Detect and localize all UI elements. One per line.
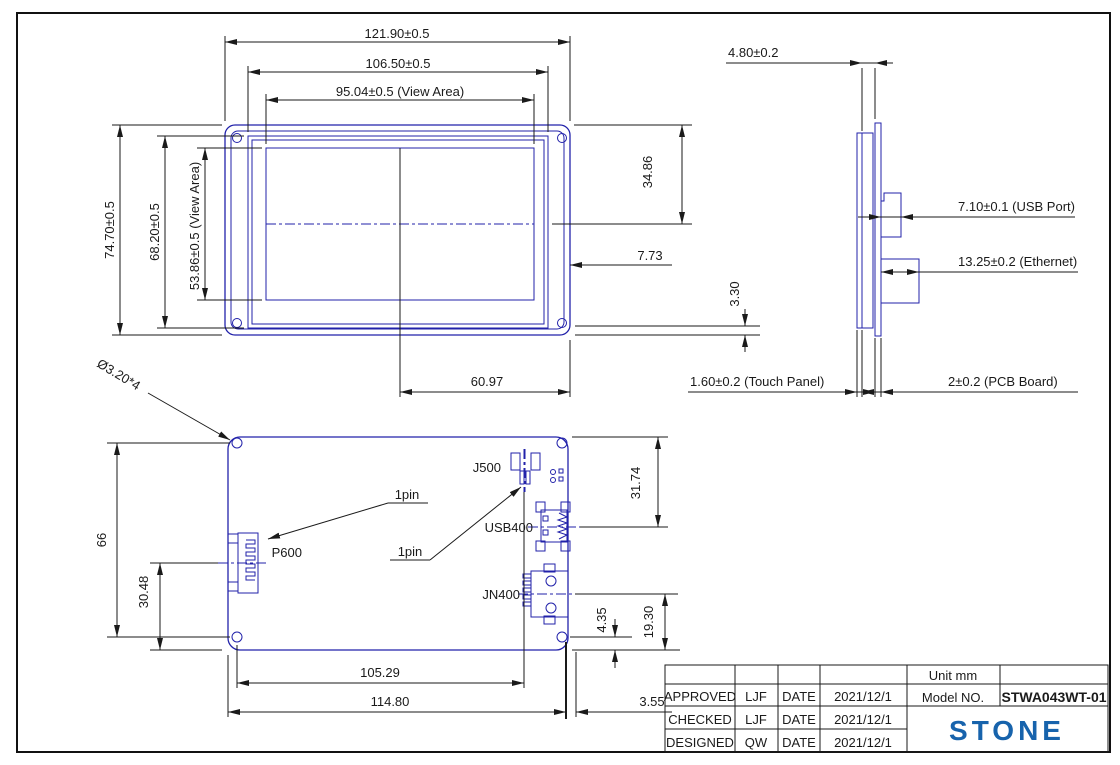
front-frame-outline — [224, 124, 571, 336]
back-view-geometry — [218, 436, 580, 651]
label-usb400: USB400 — [485, 520, 533, 535]
model-label: Model NO. — [922, 690, 984, 705]
dim-ethernet: 13.25±0.2 (Ethernet) — [958, 254, 1077, 269]
mounting-hole — [232, 133, 242, 143]
front-view-dimensions: 121.90±0.5 106.50±0.5 95.04±0.5 (View Ar… — [102, 26, 760, 397]
ethernet-port-profile — [880, 258, 920, 304]
title-block-grid — [664, 664, 1109, 753]
stone-logo: STONE — [949, 715, 1065, 746]
dim-board-width: 114.80 — [371, 694, 410, 709]
back-view: Ø3.20*4 66 30.48 1pin 1pin P600 J500 USB… — [94, 356, 680, 719]
glass-outline — [247, 135, 549, 329]
mounting-hole — [556, 631, 568, 643]
dim-width-view-area: 95.04±0.5 (View Area) — [336, 84, 464, 99]
mounting-hole — [232, 318, 242, 328]
dim-width-glass: 106.50±0.5 — [366, 56, 431, 71]
row-date-label: DATE — [782, 712, 816, 727]
approval-rows: APPROVED LJF DATE 2021/12/1 CHECKED LJF … — [664, 689, 892, 750]
label-p600: P600 — [272, 545, 302, 560]
mounting-hole — [557, 318, 567, 328]
side-view-geometry — [856, 122, 920, 337]
jn400-connector — [518, 563, 575, 625]
dim-height-view-area: 53.86±0.5 (View Area) — [187, 162, 202, 290]
dim-jn400-center-to-bottom: 19.30 — [641, 606, 656, 639]
front-view-geometry — [224, 124, 571, 336]
row-date-label: DATE — [782, 689, 816, 704]
dim-touch-panel: 1.60±0.2 (Touch Panel) — [690, 374, 824, 389]
dim-width-overall: 121.90±0.5 — [365, 26, 430, 41]
dim-pcb-board: 2±0.2 (PCB Board) — [948, 374, 1058, 389]
usb-port-profile — [881, 192, 902, 238]
mounting-hole — [557, 133, 567, 143]
row-date: 2021/12/1 — [834, 712, 892, 727]
row-role: CHECKED — [668, 712, 732, 727]
dim-p600-center-to-bottom: 30.48 — [136, 576, 151, 609]
row-date: 2021/12/1 — [834, 689, 892, 704]
row-role: APPROVED — [664, 689, 736, 704]
dim-height-overall: 74.70±0.5 — [102, 201, 117, 259]
sheet-border — [16, 12, 1111, 753]
dim-hole-span-vertical: 66 — [94, 533, 109, 547]
dim-center-to-right-edge: 60.97 — [471, 374, 504, 389]
usb400-connector — [528, 501, 580, 552]
display-module-section — [861, 132, 874, 329]
mounting-hole — [231, 437, 243, 449]
dim-edge-offset: 3.55 — [639, 694, 664, 709]
label-j500: J500 — [473, 460, 501, 475]
dim-bottom-gap: 3.30 — [727, 281, 742, 306]
dim-hole-center-to-bottom: 4.35 — [594, 607, 609, 632]
label-jn400: JN400 — [482, 587, 520, 602]
dim-usb-port: 7.10±0.1 (USB Port) — [958, 199, 1075, 214]
row-role: DESIGNED — [666, 735, 734, 750]
glass-inner-line — [251, 139, 545, 325]
front-frame-inner-line — [230, 130, 565, 330]
dim-hole-to-j500: 105.29 — [360, 665, 400, 680]
label-pin-top: 1pin — [395, 487, 420, 502]
dim-top-to-center: 34.86 — [640, 156, 655, 189]
touch-panel-section — [856, 132, 863, 329]
label-pin-bottom: 1pin — [398, 544, 423, 559]
row-person: LJF — [745, 689, 767, 704]
mounting-hole — [556, 437, 568, 449]
side-view-dimensions: 4.80±0.2 7.10±0.1 (USB Port) 13.25±0.2 (… — [688, 45, 1078, 397]
dim-hole-callout: Ø3.20*4 — [94, 356, 143, 393]
dim-module-thickness: 4.80±0.2 — [728, 45, 779, 60]
dim-glass-to-frame-edge: 7.73 — [637, 248, 662, 263]
model-value: STWA043WT-01 — [1001, 689, 1106, 705]
row-person: LJF — [745, 712, 767, 727]
j500-connector — [510, 449, 541, 492]
title-block: Unit mm Model NO. STWA043WT-01 STONE APP… — [664, 664, 1109, 753]
mounting-hole — [231, 631, 243, 643]
front-view: 121.90±0.5 106.50±0.5 95.04±0.5 (View Ar… — [102, 26, 760, 397]
dim-top-to-usb-center: 31.74 — [628, 467, 643, 500]
unit-label: Unit mm — [929, 668, 977, 683]
row-date-label: DATE — [782, 735, 816, 750]
row-person: QW — [745, 735, 768, 750]
side-view: 4.80±0.2 7.10±0.1 (USB Port) 13.25±0.2 (… — [688, 45, 1078, 397]
board-small-components — [550, 468, 564, 483]
pcb-section — [874, 122, 882, 337]
dim-height-glass: 68.20±0.5 — [147, 203, 162, 261]
row-date: 2021/12/1 — [834, 735, 892, 750]
p600-connector — [218, 532, 268, 594]
back-view-dimensions: Ø3.20*4 66 30.48 1pin 1pin P600 J500 USB… — [94, 356, 680, 719]
